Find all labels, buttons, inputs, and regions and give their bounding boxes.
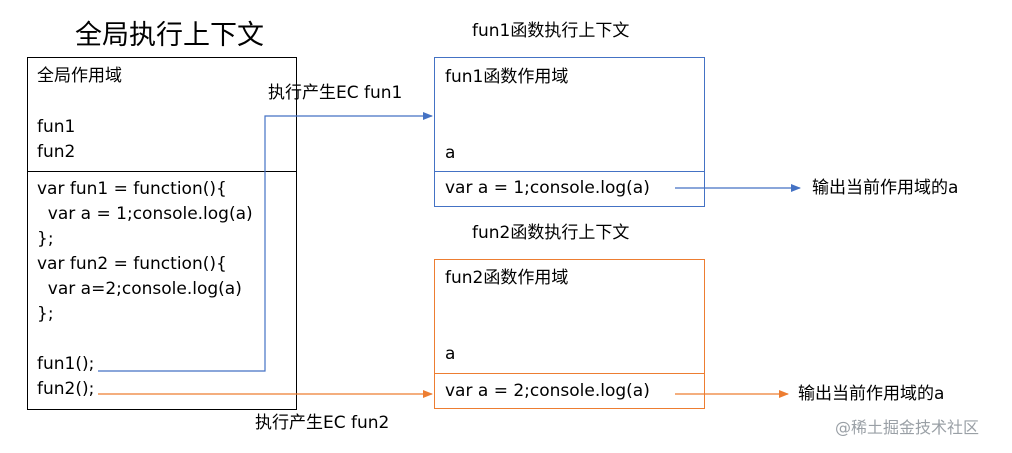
global-scope-var: fun2 bbox=[37, 142, 76, 162]
fun1-output-label: 输出当前作用域的a bbox=[812, 178, 959, 198]
global-code-line: }; bbox=[37, 304, 54, 324]
global-code-line: var fun2 = function(){ bbox=[37, 254, 227, 274]
global-code-line: var fun1 = function(){ bbox=[37, 179, 227, 199]
fun2-arrow-label: 执行产生EC fun2 bbox=[255, 413, 390, 433]
fun2-context-title: fun2函数执行上下文 bbox=[472, 223, 630, 243]
global-scope-var: fun1 bbox=[37, 117, 76, 137]
fun2-scope-label: fun2函数作用域 bbox=[445, 268, 569, 288]
global-code-line: }; bbox=[37, 229, 54, 249]
global-code-line: var a=2;console.log(a) bbox=[37, 279, 242, 299]
fun1-arrow-label: 执行产生EC fun1 bbox=[268, 83, 403, 103]
global-code-line: fun2(); bbox=[37, 379, 95, 399]
global-code-line: fun1(); bbox=[37, 354, 95, 374]
fun2-scope-var: a bbox=[445, 344, 456, 364]
fun2-divider bbox=[434, 373, 705, 374]
global-divider bbox=[27, 171, 297, 172]
fun1-exec-arrow bbox=[98, 112, 433, 372]
fun1-scope-label: fun1函数作用域 bbox=[445, 67, 569, 87]
global-code-line: var a = 1;console.log(a) bbox=[37, 204, 253, 224]
fun1-code: var a = 1;console.log(a) bbox=[445, 178, 650, 198]
fun2-context-box bbox=[434, 259, 705, 409]
watermark: @稀土掘金技术社区 bbox=[835, 418, 980, 437]
fun2-output-label: 输出当前作用域的a bbox=[798, 384, 945, 404]
fun1-divider bbox=[434, 171, 705, 172]
fun1-context-title: fun1函数执行上下文 bbox=[472, 21, 630, 41]
fun1-scope-var: a bbox=[445, 143, 456, 163]
fun1-context-box bbox=[434, 57, 705, 207]
fun2-code: var a = 2;console.log(a) bbox=[445, 381, 650, 401]
global-scope-label: 全局作用域 bbox=[37, 66, 122, 86]
global-context-title: 全局执行上下文 bbox=[75, 20, 264, 51]
global-context-box bbox=[27, 57, 297, 410]
